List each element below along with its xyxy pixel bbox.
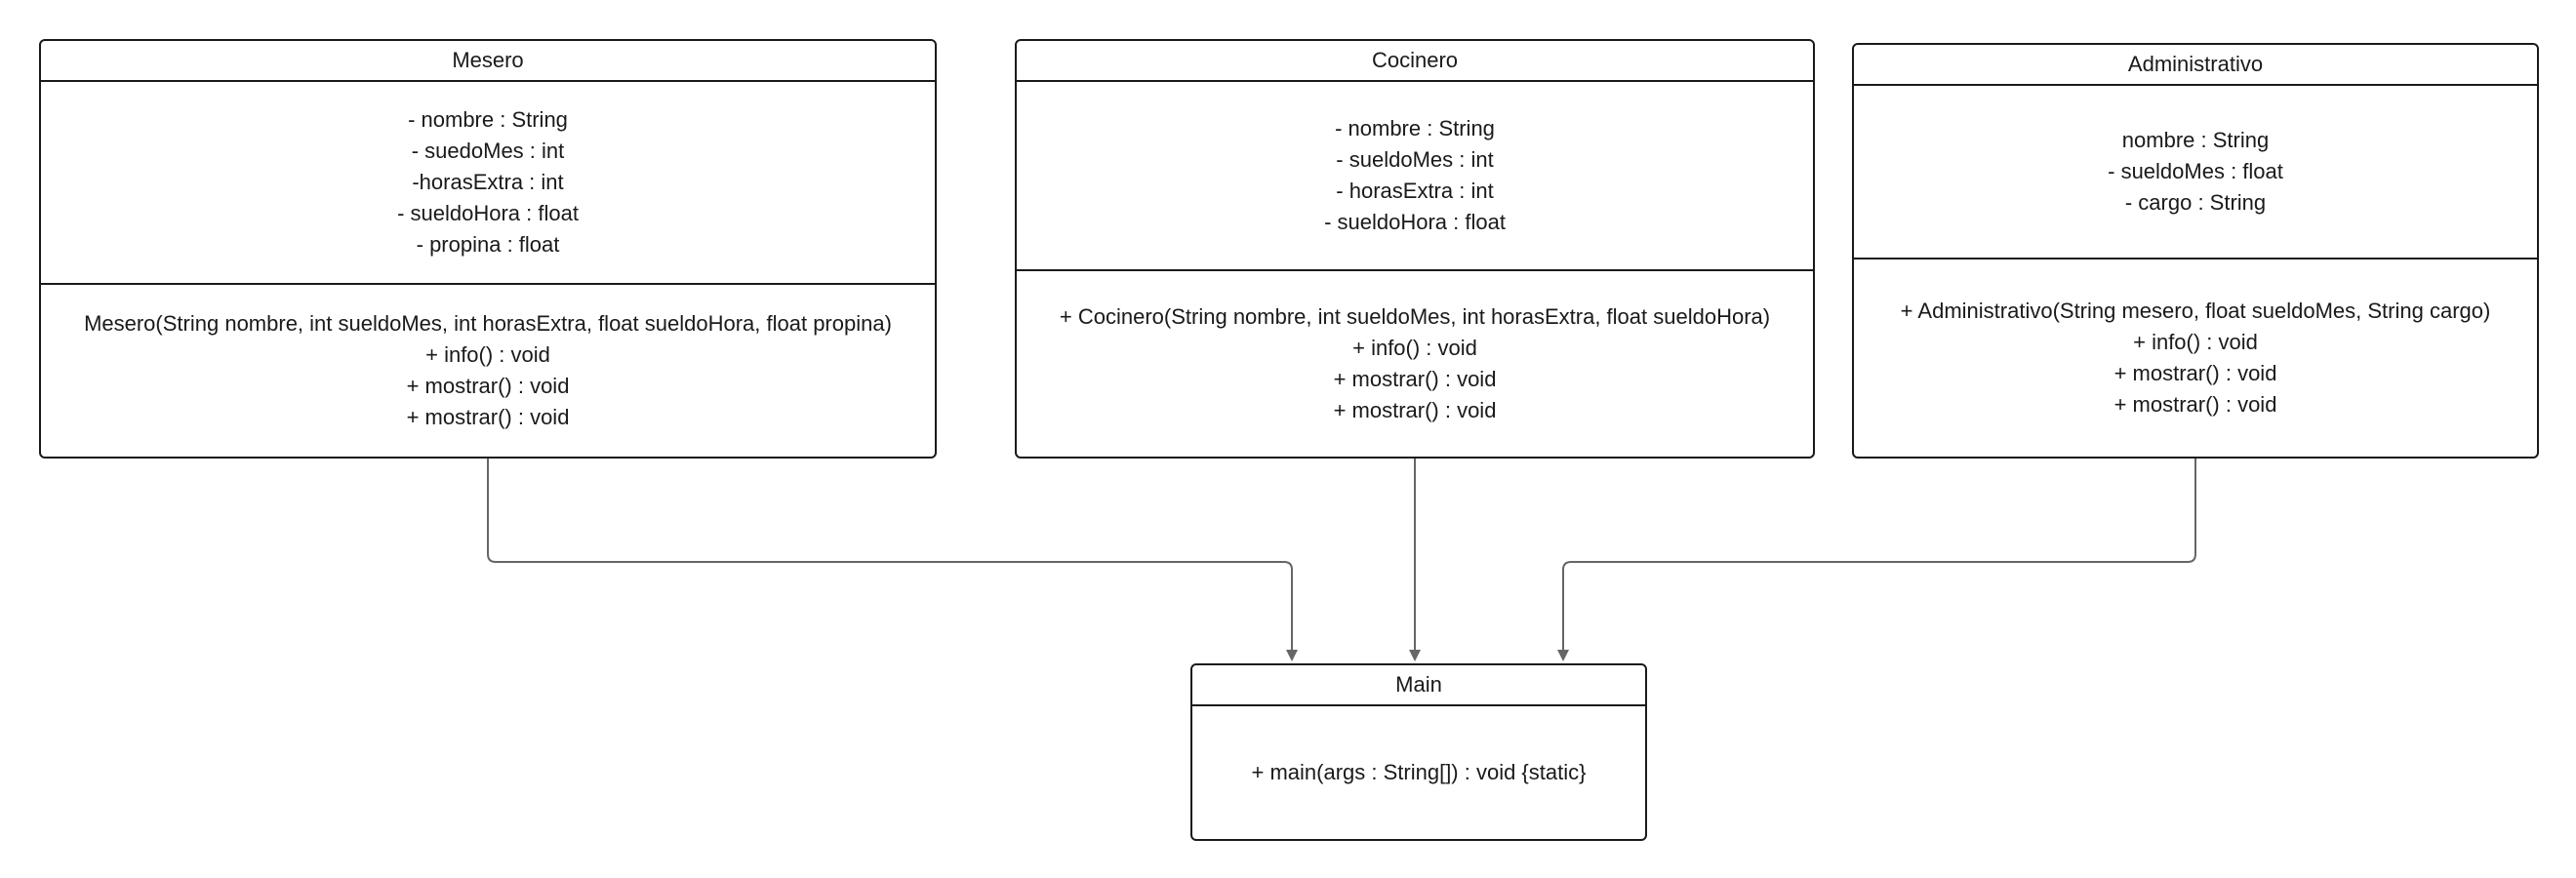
class-administrativo[interactable]: Administrativo nombre : String - sueldoM… [1852, 43, 2539, 459]
attribute: - sueldoHora : float [397, 201, 579, 225]
class-main[interactable]: Main + main(args : String[]) : void {sta… [1190, 663, 1647, 841]
attribute: - horasExtra : int [1336, 179, 1494, 203]
attribute: - sueldoHora : float [1324, 210, 1506, 234]
class-cocinero-name: Cocinero [1017, 41, 1813, 82]
attribute: - suedoMes : int [411, 139, 565, 163]
connector-administrativo-main [1557, 459, 2196, 661]
class-mesero-operations: Mesero(String nombre, int sueldoMes, int… [41, 285, 935, 457]
operation: + info() : void [425, 342, 550, 367]
attribute: - propina : float [416, 232, 560, 257]
attribute: - nombre : String [1335, 116, 1495, 140]
class-mesero[interactable]: Mesero - nombre : String - suedoMes : in… [39, 39, 937, 459]
class-cocinero[interactable]: Cocinero - nombre : String - sueldoMes :… [1015, 39, 1815, 459]
attribute: nombre : String [2121, 128, 2270, 152]
class-main-operations: + main(args : String[]) : void {static} [1192, 706, 1645, 839]
operation: + mostrar() : void [2113, 361, 2277, 385]
class-mesero-name: Mesero [41, 41, 935, 82]
attribute: -horasExtra : int [412, 170, 564, 194]
operation: + mostrar() : void [1333, 367, 1497, 391]
class-administrativo-operations: + Administrativo(String mesero, float su… [1854, 259, 2537, 457]
class-main-name: Main [1192, 665, 1645, 706]
attribute: - cargo : String [2124, 190, 2267, 215]
operation: + Administrativo(String mesero, float su… [1900, 299, 2491, 323]
operation: + mostrar() : void [406, 374, 570, 398]
operation: + mostrar() : void [1333, 398, 1497, 422]
operation: + info() : void [1352, 336, 1477, 360]
class-administrativo-name: Administrativo [1854, 45, 2537, 86]
operation: + mostrar() : void [2113, 392, 2277, 417]
operation: + Cocinero(String nombre, int sueldoMes,… [1059, 304, 1771, 329]
class-cocinero-attributes: - nombre : String - sueldoMes : int - ho… [1017, 82, 1813, 271]
class-cocinero-operations: + Cocinero(String nombre, int sueldoMes,… [1017, 271, 1813, 457]
operation: + info() : void [2133, 330, 2258, 354]
attribute: - sueldoMes : int [1336, 147, 1494, 172]
attribute: - nombre : String [408, 107, 568, 132]
operation: + mostrar() : void [406, 405, 570, 429]
connector-mesero-main [487, 459, 1298, 661]
operation: + main(args : String[]) : void {static} [1251, 760, 1587, 784]
attribute: - sueldoMes : float [2108, 159, 2283, 183]
operation: Mesero(String nombre, int sueldoMes, int… [84, 311, 892, 336]
class-mesero-attributes: - nombre : String - suedoMes : int -hora… [41, 82, 935, 285]
class-administrativo-attributes: nombre : String - sueldoMes : float - ca… [1854, 86, 2537, 259]
